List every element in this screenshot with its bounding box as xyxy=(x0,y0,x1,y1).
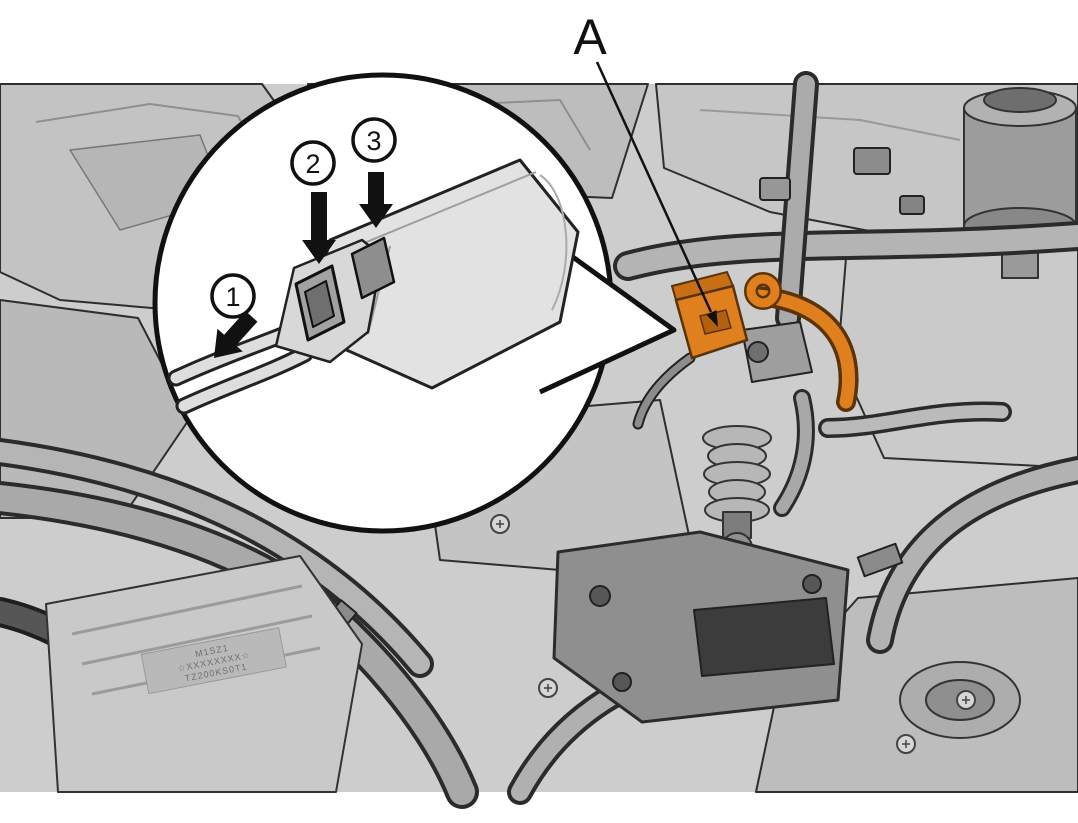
step-1-badge: 1 xyxy=(210,273,256,319)
engine-bay-illustration: M1SZ1 ☆XXXXXXXX☆ TZ200KS0T1 xyxy=(0,71,1078,809)
bracket-hole xyxy=(612,672,632,692)
housing-seam xyxy=(351,171,537,249)
connector-socket xyxy=(741,321,813,383)
leader-arrowhead-icon xyxy=(706,310,718,327)
step-1-number: 1 xyxy=(225,282,240,312)
part-label-plate: M1SZ1 ☆XXXXXXXX☆ TZ200KS0T1 xyxy=(140,627,287,695)
orange-ring xyxy=(746,274,780,308)
bracket-hole xyxy=(802,574,822,594)
leader-line xyxy=(595,61,713,313)
aux-connector xyxy=(853,147,891,175)
vertical-coolant-pipe xyxy=(779,75,815,327)
orange-hose xyxy=(751,289,856,409)
label-a-text: A xyxy=(573,9,607,65)
small-right-pipe xyxy=(821,404,1009,435)
aux-connector xyxy=(759,177,791,201)
right-hose xyxy=(870,460,1078,650)
callout-pointer xyxy=(538,239,677,395)
connector-release-tab xyxy=(350,236,396,300)
bracket-pad xyxy=(693,597,835,677)
right-housing-block xyxy=(837,247,1078,469)
filter-canister xyxy=(963,87,1077,279)
socket-bolt xyxy=(747,341,769,363)
callout-balloon: 1 2 3 xyxy=(152,72,677,534)
aux-connector xyxy=(899,195,925,215)
battery-module: M1SZ1 ☆XXXXXXXX☆ TZ200KS0T1 xyxy=(45,555,363,793)
connector-detail xyxy=(167,158,580,415)
connector-lock-button xyxy=(304,280,335,328)
step-3-badge: 3 xyxy=(351,117,397,163)
housing-cap-edge xyxy=(539,174,568,311)
hose-clamp-icon xyxy=(856,542,904,578)
step-2-badge: 2 xyxy=(290,140,336,186)
step-markers: 1 2 3 xyxy=(201,117,397,370)
upper-coolant-pipe xyxy=(617,225,1078,277)
connector-harness-wire xyxy=(634,354,694,428)
component-label-a: A xyxy=(573,9,718,327)
firewall-seam xyxy=(699,109,961,141)
small-center-pipe xyxy=(776,392,812,514)
orange-highlight-parts xyxy=(632,270,859,430)
left-upper-hose xyxy=(0,442,430,674)
bracket-hole xyxy=(589,585,611,607)
step-2-number: 2 xyxy=(305,149,320,179)
step-3-number: 3 xyxy=(366,126,381,156)
mounting-bracket xyxy=(552,530,850,724)
connector-wire-2 xyxy=(178,348,311,412)
